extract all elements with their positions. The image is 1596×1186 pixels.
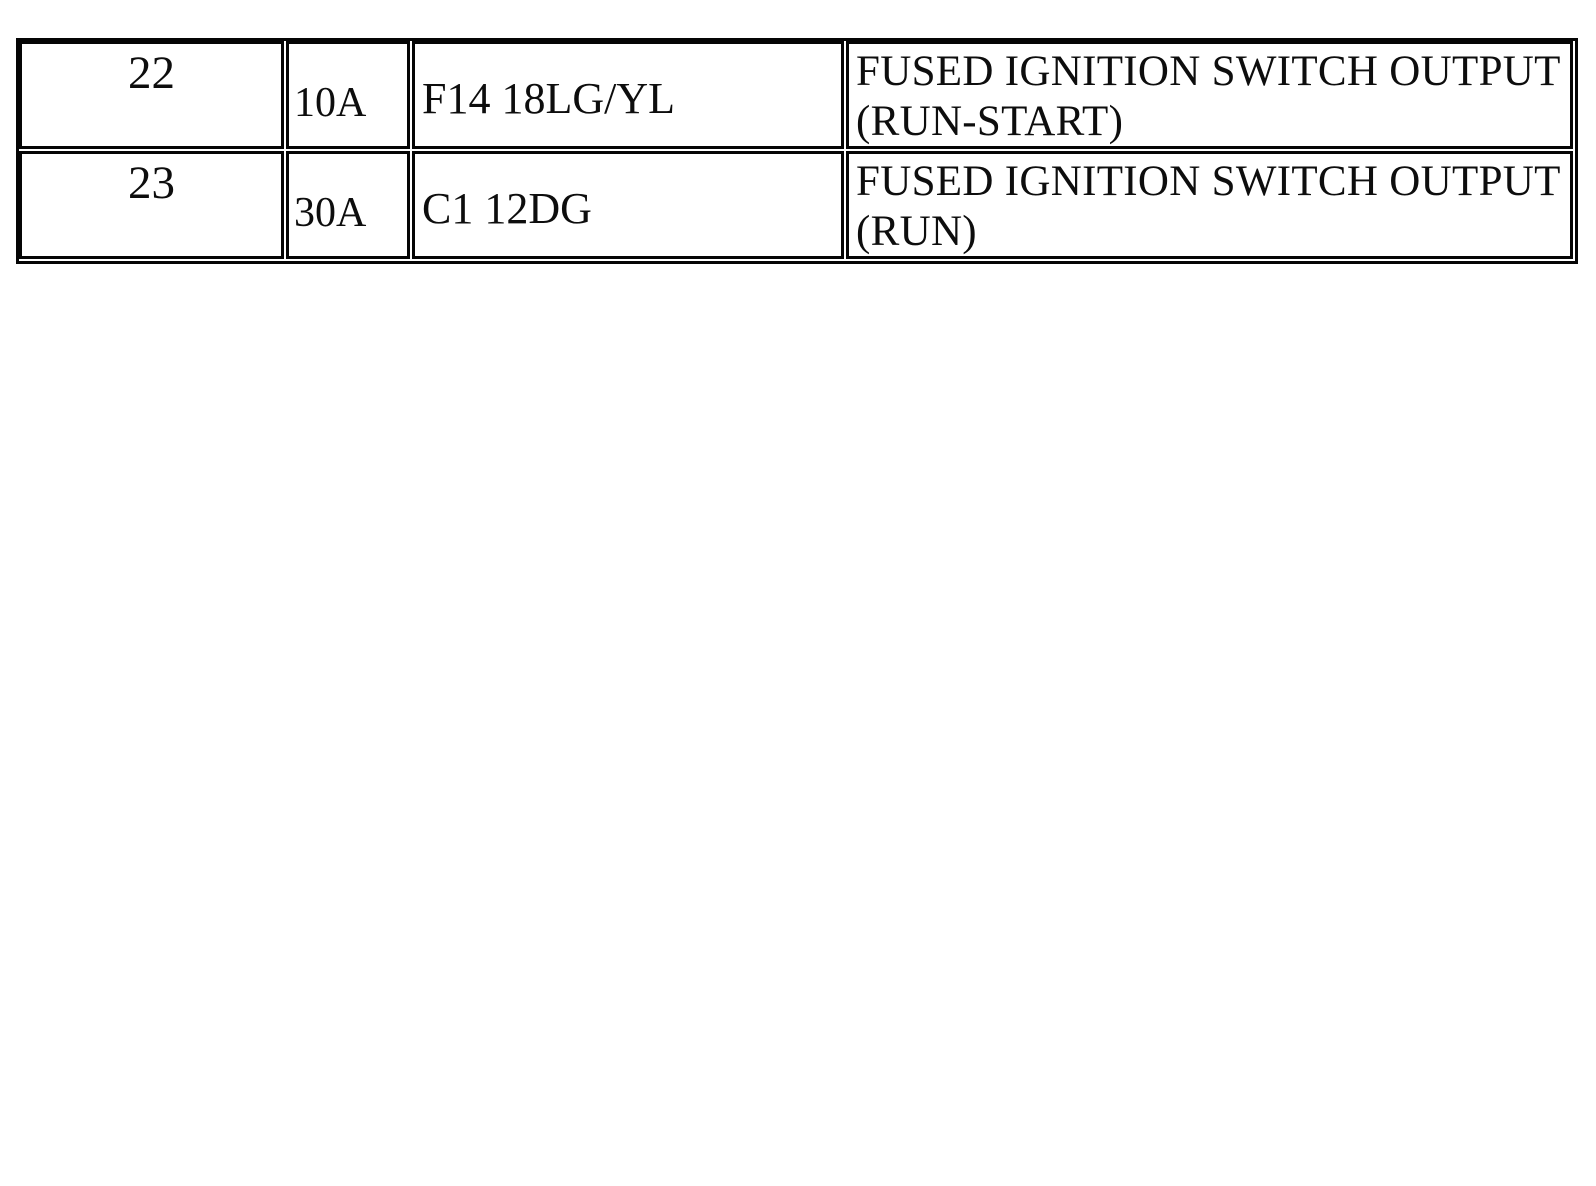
circuit-cell: C1 12DG: [412, 151, 844, 259]
fuse-number-cell: 22: [19, 41, 284, 149]
fuse-table: 22 10A F14 18LG/YL FUSED IGNITION SWITCH…: [16, 38, 1578, 264]
amperage-cell: 10A: [286, 41, 410, 149]
fuse-number-cell: 23: [19, 151, 284, 259]
description-cell: FUSED IGNITION SWITCH OUTPUT (RUN-START): [846, 41, 1573, 149]
amperage-cell: 30A: [286, 151, 410, 259]
description-cell: FUSED IGNITION SWITCH OUTPUT (RUN): [846, 151, 1573, 259]
circuit-cell: F14 18LG/YL: [412, 41, 844, 149]
